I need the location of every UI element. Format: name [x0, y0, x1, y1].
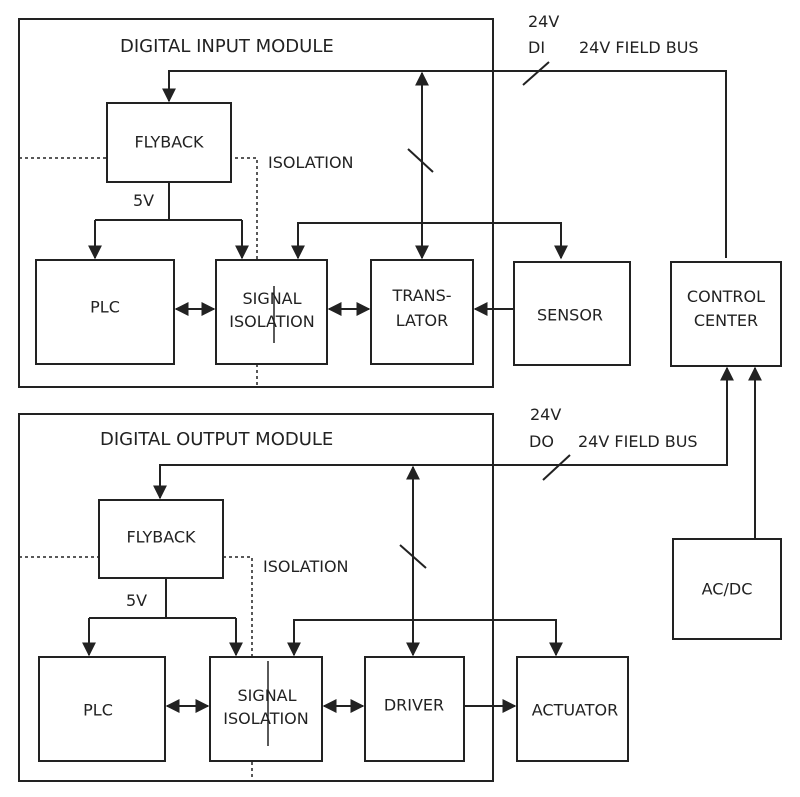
- input-flyback-label: FLYBACK: [134, 133, 204, 152]
- input-bus-line: [162, 70, 727, 258]
- output-flyback-label: FLYBACK: [126, 528, 196, 547]
- input-flyback-box: [106, 102, 232, 183]
- input-bus-slash-1: [407, 148, 434, 173]
- input-field-bus: 24V DI 24V FIELD BUS: [162, 12, 727, 260]
- output-signal-isolation-label-2: ISOLATION: [223, 709, 309, 728]
- control-center-label-2: CENTER: [694, 311, 758, 330]
- output-field-bus: 24V DO 24V FIELD BUS: [153, 366, 734, 657]
- output-plc-label: PLC: [83, 701, 113, 720]
- input-isolation-label: ISOLATION: [268, 153, 354, 172]
- digital-input-module: DIGITAL INPUT MODULE ISOLATION FLYBACK P…: [18, 18, 568, 388]
- output-5v-label: 5V: [126, 591, 147, 610]
- input-bus-voltage: 24V: [528, 12, 559, 31]
- actuator-box: [516, 656, 629, 762]
- output-signal-isolation-label-1: SIGNAL: [237, 686, 296, 705]
- output-signal-isolation-box: [209, 656, 323, 762]
- input-bus-type: DI: [528, 38, 545, 57]
- output-flyback-box: [98, 499, 224, 579]
- input-signal-isolation-box: [215, 259, 328, 365]
- sensor-label: SENSOR: [537, 306, 603, 325]
- input-plc-label: PLC: [90, 298, 120, 317]
- output-driver-box: [364, 656, 465, 762]
- input-sensor-supply-line: [291, 222, 568, 260]
- input-bus-label: 24V FIELD BUS: [579, 38, 699, 57]
- output-flyback-output-wire: [89, 578, 236, 619]
- sensor-box: [513, 261, 631, 366]
- output-bus-slash-2: [542, 454, 571, 481]
- input-5v-label: 5V: [133, 191, 154, 210]
- output-plc-box: [38, 656, 166, 762]
- output-bus-voltage: 24V: [530, 405, 561, 424]
- input-signal-isolation-label-2: ISOLATION: [229, 312, 315, 331]
- actuator-label: ACTUATOR: [532, 701, 619, 720]
- output-module-title: DIGITAL OUTPUT MODULE: [100, 429, 333, 450]
- output-actuator-supply-line: [287, 619, 563, 657]
- output-bus-label: 24V FIELD BUS: [578, 432, 698, 451]
- control-center-label-1: CONTROL: [687, 287, 765, 306]
- ac-dc-box: [672, 538, 782, 640]
- output-bus-slash-1: [399, 544, 427, 569]
- digital-output-module: DIGITAL OUTPUT MODULE ISOLATION FLYBACK …: [18, 413, 563, 782]
- input-translator-box: [370, 259, 474, 365]
- input-plc-box: [35, 259, 175, 365]
- ac-dc-label: AC/DC: [702, 580, 753, 599]
- control-center-box: [670, 261, 782, 367]
- input-module-title: DIGITAL INPUT MODULE: [120, 36, 334, 57]
- input-bus-slash-2: [522, 61, 550, 86]
- output-bus-line: [153, 366, 734, 500]
- input-translator-label-1: TRANS-: [391, 286, 451, 305]
- input-signal-isolation-label-1: SIGNAL: [242, 289, 301, 308]
- output-isolation-label: ISOLATION: [263, 557, 349, 576]
- input-flyback-output-wire: [95, 182, 242, 221]
- input-translator-label-2: LATOR: [396, 311, 448, 330]
- output-driver-label: DRIVER: [384, 696, 444, 715]
- output-bus-type: DO: [529, 432, 554, 451]
